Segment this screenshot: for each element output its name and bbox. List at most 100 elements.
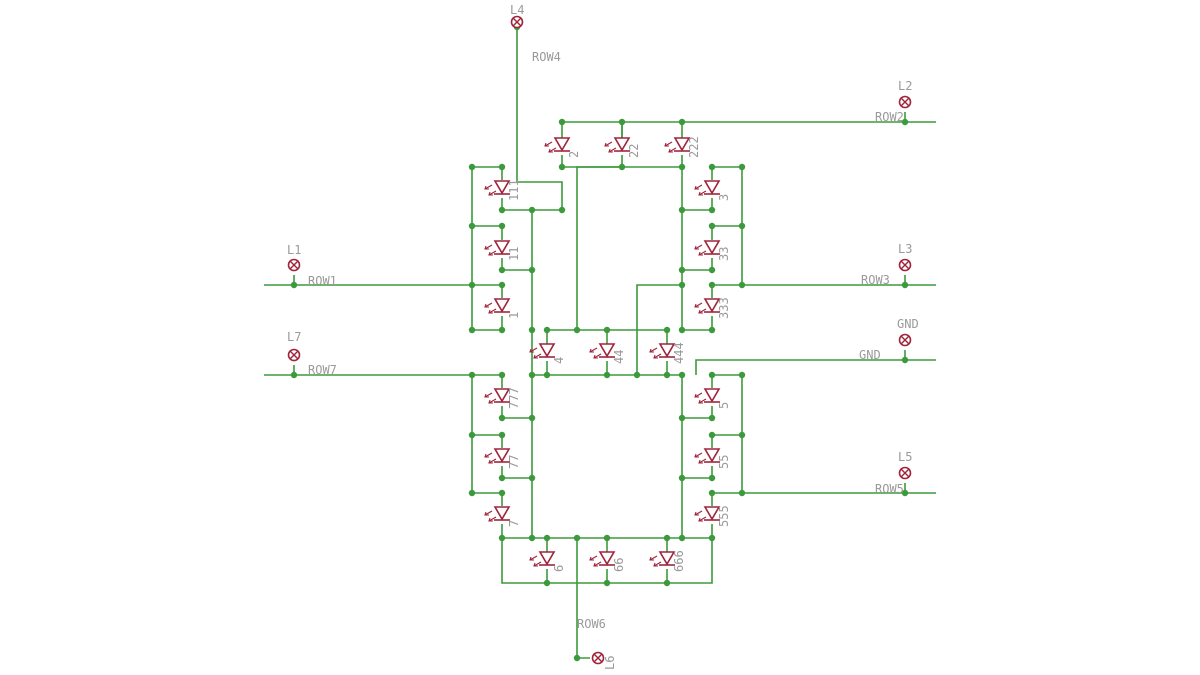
- connector-pads: L1ROW1L2ROW2L3ROW3L4ROW4L5ROW5L6ROW6L7RO…: [287, 3, 919, 670]
- led-emission-arrows: [694, 452, 707, 464]
- led-label: 22: [627, 144, 641, 158]
- led-77: 77: [484, 448, 521, 469]
- junction-dot: [498, 326, 506, 334]
- led-22: 22: [604, 137, 641, 158]
- led-666: 666: [649, 550, 686, 572]
- led-label: 777: [507, 387, 521, 409]
- junction-dot: [738, 281, 746, 289]
- led-222: 222: [664, 136, 701, 158]
- led-label: 66: [612, 558, 626, 572]
- junction-dot: [468, 371, 476, 379]
- net-label: GND: [859, 348, 881, 362]
- connector-name: L6: [603, 656, 617, 670]
- led-3: 3: [694, 180, 731, 201]
- junction-dot: [603, 579, 611, 587]
- junction-dot: [678, 281, 686, 289]
- junction-dot: [543, 326, 551, 334]
- junction-dot: [528, 326, 536, 334]
- junction-dot: [528, 474, 536, 482]
- led-label: 444: [672, 342, 686, 364]
- connector-name: L3: [898, 242, 912, 256]
- led-label: 333: [717, 297, 731, 319]
- junction-dot: [558, 118, 566, 126]
- led-emission-arrows: [694, 510, 707, 522]
- led-triangle: [613, 137, 631, 152]
- led-emission-arrows: [529, 347, 542, 359]
- junction-dot: [708, 206, 716, 214]
- led-label: 11: [507, 247, 521, 261]
- seg2-bottom-rail: [576, 155, 683, 330]
- led-2: 2: [544, 137, 581, 158]
- led-triangle: [703, 506, 721, 521]
- junction-dot: [558, 163, 566, 171]
- net-label: ROW4: [532, 50, 561, 64]
- junction-dot: [603, 326, 611, 334]
- led-emission-arrows: [694, 302, 707, 314]
- junction-dot: [498, 281, 506, 289]
- junction-dot: [498, 206, 506, 214]
- led-1: 1: [484, 298, 521, 319]
- led-triangle: [538, 551, 556, 566]
- led-label: 33: [717, 247, 731, 261]
- led-emission-arrows: [694, 184, 707, 196]
- led-emission-arrows: [484, 184, 497, 196]
- net-label: ROW2: [875, 110, 904, 124]
- junction-dot: [633, 371, 641, 379]
- net-label: ROW6: [577, 617, 606, 631]
- led-triangle: [598, 343, 616, 358]
- wires: [264, 27, 936, 659]
- seg1-right-rail: [502, 209, 533, 375]
- led-emission-arrows: [484, 392, 497, 404]
- junction-dot: [708, 222, 716, 230]
- led-emission-arrows: [649, 555, 662, 567]
- junction-dot: [543, 534, 551, 542]
- led-triangle: [703, 298, 721, 313]
- led-label: 111: [507, 179, 521, 201]
- led-triangle: [673, 137, 691, 152]
- junction-dot: [468, 222, 476, 230]
- led-555: 555: [694, 505, 731, 527]
- led-label: 4: [552, 357, 566, 364]
- led-label: 555: [717, 505, 731, 527]
- led-emission-arrows: [589, 347, 602, 359]
- junction-dot: [603, 534, 611, 542]
- led-7: 7: [484, 506, 521, 527]
- junction-dot: [543, 371, 551, 379]
- junction-dot: [738, 489, 746, 497]
- junction-dot: [738, 163, 746, 171]
- junction-dot: [708, 163, 716, 171]
- junction-dot: [678, 326, 686, 334]
- junction-dot: [498, 489, 506, 497]
- junction-dot: [678, 474, 686, 482]
- led-777: 777: [484, 387, 521, 409]
- led-emission-arrows: [484, 244, 497, 256]
- junction-dot: [663, 534, 671, 542]
- junction-dot: [498, 371, 506, 379]
- led-66: 66: [589, 551, 626, 572]
- led-label: 5: [717, 402, 731, 409]
- led-5: 5: [694, 388, 731, 409]
- connector-name: GND: [897, 317, 919, 331]
- junction-dot: [708, 266, 716, 274]
- led-triangle: [538, 343, 556, 358]
- led-triangle: [703, 240, 721, 255]
- junction-dot: [708, 534, 716, 542]
- led-triangle: [598, 551, 616, 566]
- connector-name: L2: [898, 79, 912, 93]
- junction-dot: [498, 163, 506, 171]
- led-label: 3: [717, 194, 731, 201]
- led-emission-arrows: [589, 555, 602, 567]
- junction-dots: [290, 23, 909, 662]
- junction-dot: [708, 281, 716, 289]
- junction-dot: [708, 489, 716, 497]
- junction-dot: [528, 371, 536, 379]
- junction-dot: [543, 579, 551, 587]
- connector-gnd: GND GND: [859, 317, 919, 362]
- net-label: ROW1: [308, 274, 337, 288]
- junction-dot: [678, 206, 686, 214]
- junction-dot: [528, 206, 536, 214]
- led-label: 666: [672, 550, 686, 572]
